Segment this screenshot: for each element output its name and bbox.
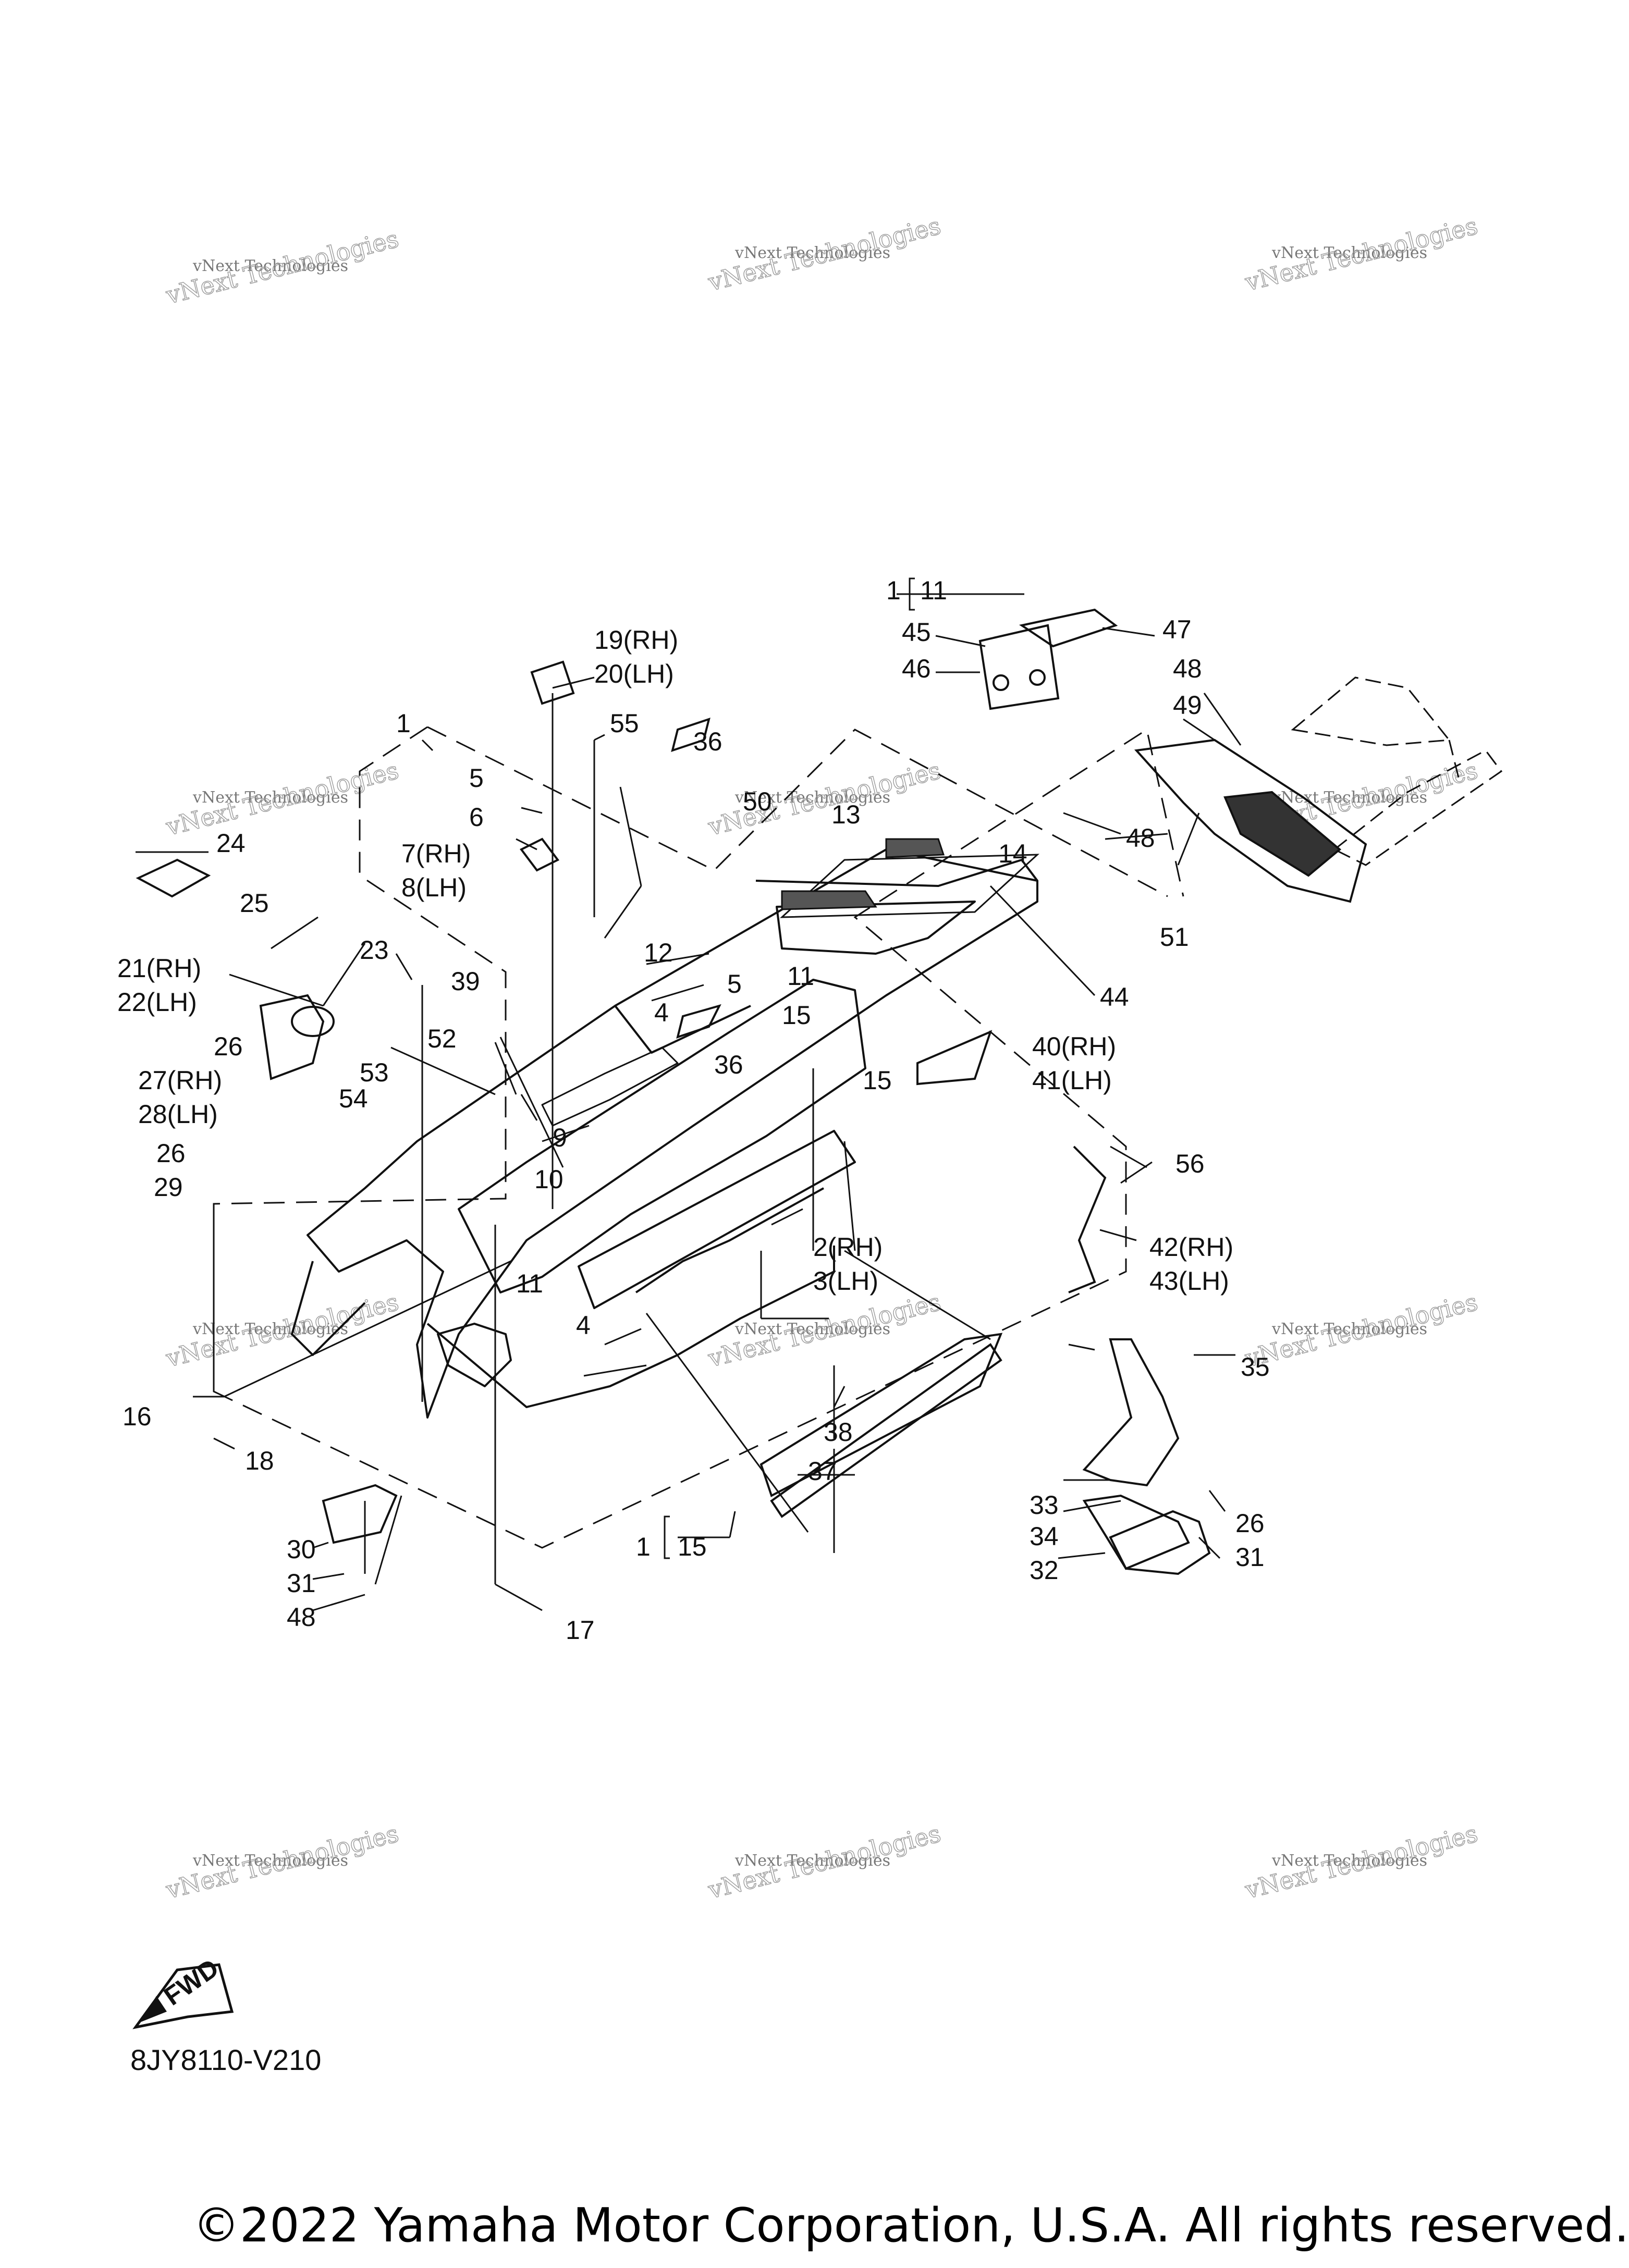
watermark: vNext Technologies (734, 788, 890, 807)
callout-52: 52 (427, 1024, 457, 1053)
watermark: vNext Technologies (1271, 1320, 1427, 1338)
assembly-boundary (213, 726, 1184, 1549)
callout-1: 1 (886, 576, 901, 605)
callout-29: 29 (154, 1173, 183, 1202)
callout-42: 42(RH) (1149, 1232, 1233, 1262)
watermark: vNext Technologies (1271, 244, 1427, 262)
callout-48: 48 (287, 1603, 316, 1632)
callout-50: 50 (743, 787, 772, 816)
callout-40: 40(RH) (1032, 1032, 1116, 1061)
callout-26: 26 (1235, 1509, 1265, 1538)
diagram-code: 8JY8110-V210 (130, 2043, 322, 2076)
callout-47: 47 (1162, 615, 1192, 644)
callout-49: 49 (1173, 691, 1202, 720)
callout-55: 55 (610, 709, 639, 738)
callout-11: 11 (787, 962, 814, 991)
watermark: vNext Technologies (734, 1852, 890, 1870)
callout-5: 5 (469, 763, 484, 793)
watermark: vNext Technologies (192, 1320, 348, 1338)
callout-36: 36 (693, 727, 722, 756)
callout-53: 53 (360, 1058, 389, 1087)
callout-11: 11 (516, 1269, 543, 1298)
callout-12: 12 (644, 938, 673, 967)
callout-20: 20(LH) (594, 659, 674, 688)
group-brackets (664, 577, 915, 1559)
callout-28: 28(LH) (138, 1100, 218, 1129)
callout-labels: 1 11 45 46 47 19(RH) 20(LH) 48 49 48 1 5… (117, 576, 1270, 1645)
copyright-notice: ©2022 Yamaha Motor Corporation, U.S.A. A… (193, 2198, 1629, 2253)
callout-15: 15 (678, 1532, 707, 1561)
callout-26: 26 (156, 1139, 186, 1168)
callout-10: 10 (534, 1165, 564, 1194)
callout-39: 39 (451, 967, 480, 996)
snow-flap (1134, 738, 1367, 903)
callout-56: 56 (1175, 1149, 1205, 1178)
watermark: vNext Technologies (192, 1852, 348, 1870)
watermark: vNext Technologies (192, 788, 348, 807)
callout-15: 15 (782, 1001, 811, 1030)
watermark: vNext Technologies (734, 1320, 890, 1338)
callout-25: 25 (240, 889, 269, 918)
callout-2: 2(RH) (813, 1232, 883, 1262)
callout-38: 38 (824, 1418, 853, 1447)
callout-30: 30 (287, 1535, 316, 1564)
callout-18: 18 (245, 1446, 274, 1475)
callout-46: 46 (902, 654, 931, 683)
callout-22: 22(LH) (117, 988, 197, 1017)
callout-31: 31 (1235, 1543, 1265, 1572)
callout-1: 1 (396, 709, 411, 738)
callout-4: 4 (654, 998, 669, 1027)
callout-31: 31 (287, 1569, 316, 1598)
callout-54: 54 (339, 1084, 368, 1113)
callout-6: 6 (469, 803, 484, 832)
rear-handle (978, 608, 1118, 710)
callout-45: 45 (902, 618, 931, 647)
callout-35: 35 (1241, 1352, 1270, 1382)
callout-48: 48 (1173, 654, 1202, 683)
callout-32: 32 (1030, 1556, 1059, 1585)
small-parts (136, 660, 1107, 1544)
callout-9: 9 (553, 1123, 567, 1152)
callout-41: 41(LH) (1032, 1066, 1112, 1095)
callout-37: 37 (808, 1457, 837, 1486)
callout-8: 8(LH) (401, 873, 467, 902)
leader-lines (136, 593, 1242, 1611)
watermark: vNext Technologies (1271, 788, 1427, 807)
callout-3: 3(LH) (813, 1266, 878, 1296)
callout-36: 36 (714, 1050, 743, 1079)
callout-15: 15 (863, 1066, 892, 1095)
fwd-arrow: FWD (132, 1953, 234, 2029)
tunnel-plate (780, 838, 1039, 918)
callout-21: 21(RH) (117, 954, 201, 983)
watermark: vNext Technologies (192, 257, 348, 275)
callout-13: 13 (831, 800, 861, 829)
callout-33: 33 (1030, 1490, 1059, 1520)
callout-24: 24 (216, 829, 246, 858)
chassis-frame (291, 848, 1038, 1419)
callout-34: 34 (1030, 1522, 1059, 1551)
watermark: vNext Technologies (1271, 1852, 1427, 1870)
callout-17: 17 (566, 1616, 595, 1645)
callout-26: 26 (214, 1032, 243, 1061)
callout-14: 14 (998, 839, 1027, 868)
callout-16: 16 (123, 1402, 152, 1431)
callout-48: 48 (1126, 823, 1155, 853)
callout-11: 11 (920, 576, 947, 605)
rear-bumper (1291, 676, 1503, 866)
running-board (1082, 1338, 1211, 1575)
callout-43: 43(LH) (1149, 1266, 1229, 1296)
callout-1: 1 (636, 1532, 651, 1561)
callout-44: 44 (1100, 982, 1129, 1012)
callout-7: 7(RH) (401, 839, 471, 868)
callout-4: 4 (576, 1311, 591, 1340)
watermark: vNext Technologies (734, 244, 890, 262)
callout-51: 51 (1160, 922, 1189, 952)
fwd-label: FWD (158, 1953, 224, 2011)
callout-23: 23 (360, 935, 389, 965)
callout-19: 19(RH) (594, 625, 678, 655)
callout-27: 27(RH) (138, 1066, 222, 1095)
callout-5: 5 (727, 969, 742, 999)
